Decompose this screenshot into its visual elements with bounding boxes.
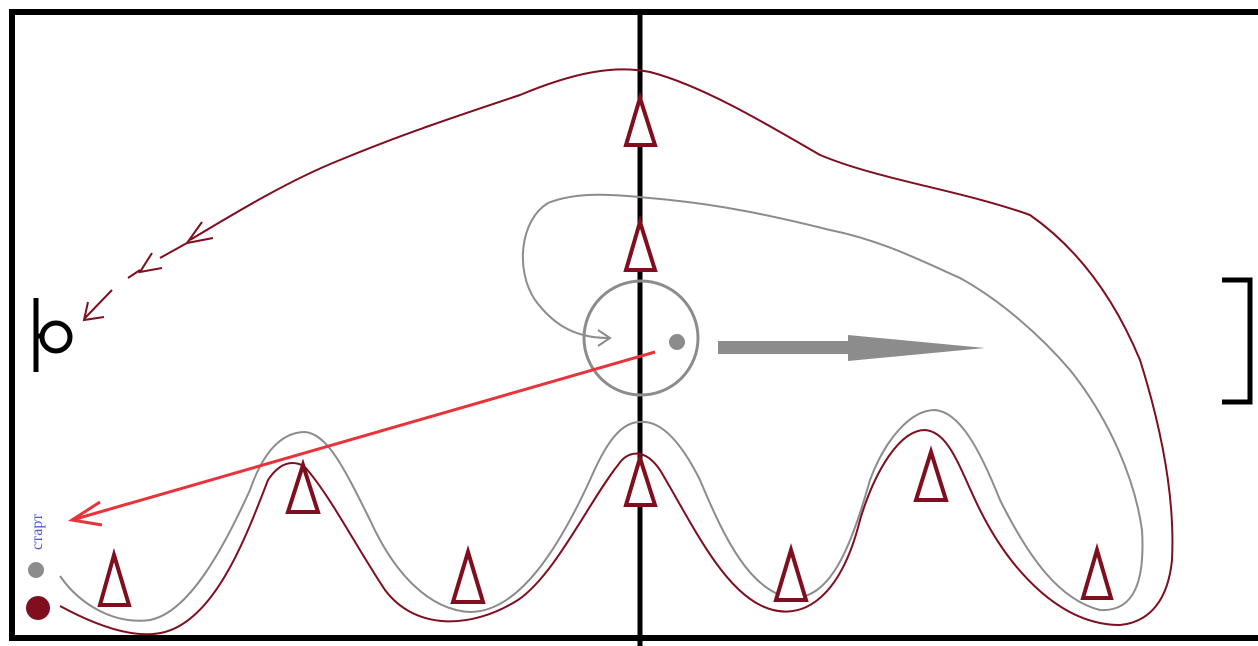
dark-red-arrowhead-1 xyxy=(184,221,214,245)
gray-pass-arrow xyxy=(718,335,985,361)
start-dot-darkred xyxy=(26,596,50,620)
gray-arrowhead xyxy=(597,329,612,347)
start-dot-gray xyxy=(28,562,44,578)
center-circle xyxy=(582,279,700,397)
puck-icon xyxy=(669,334,685,350)
dark-red-dash-2 xyxy=(127,269,141,279)
dark-red-dash-3 xyxy=(84,289,113,319)
rink-border xyxy=(9,9,1258,641)
goal-bracket-icon xyxy=(1222,277,1253,405)
dark-red-path xyxy=(59,68,1174,636)
red-arrowhead xyxy=(67,500,103,527)
cone-triangle-icon xyxy=(97,91,1114,607)
dark-red-arrowhead-2 xyxy=(137,252,163,274)
start-label: старт xyxy=(29,514,46,550)
gray-path xyxy=(59,193,1144,622)
dark-red-arrowhead-3 xyxy=(82,301,105,322)
red-pass-arrow xyxy=(71,350,656,522)
dark-red-dash-1 xyxy=(159,242,188,259)
stick-marker-icon xyxy=(33,298,73,372)
